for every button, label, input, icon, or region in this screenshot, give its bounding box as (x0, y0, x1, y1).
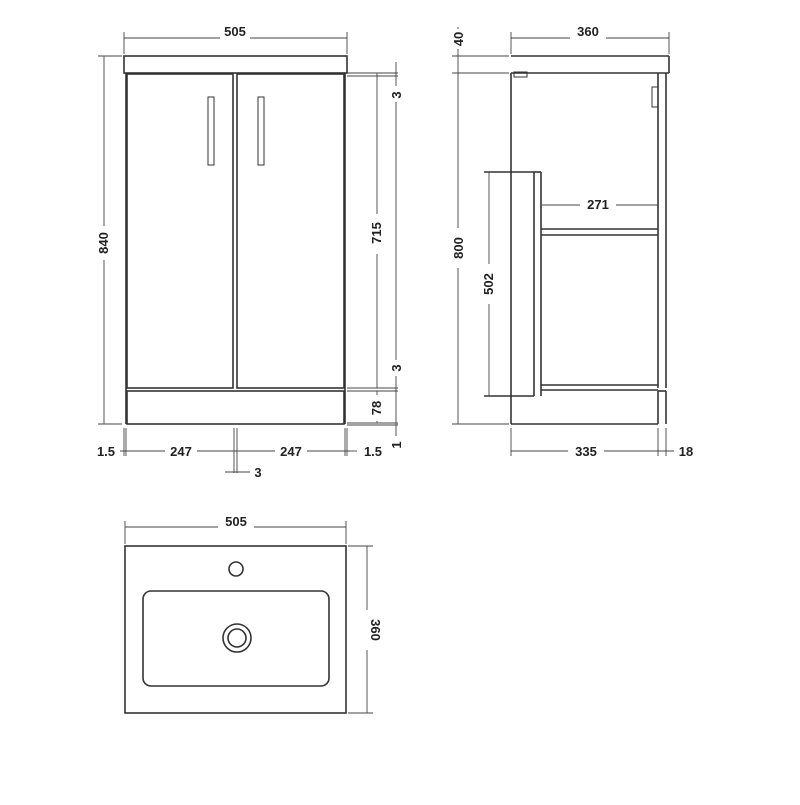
label-door-right: 247 (280, 444, 302, 459)
front-dimensions: 505 840 715 3 3 78 1 (92, 24, 407, 480)
label-door-height: 715 (369, 222, 384, 244)
front-view (123, 55, 348, 425)
basin-outline (124, 545, 347, 714)
label-width-top: 505 (224, 24, 246, 39)
label-internal-depth: 271 (587, 197, 609, 212)
front-plinth (126, 390, 345, 425)
right-door-handle (257, 96, 265, 166)
label-door-thickness: 18 (679, 444, 693, 459)
label-top-width: 505 (225, 514, 247, 529)
side-dimensions: 360 40 800 502 271 335 18 (449, 24, 698, 459)
top-dimensions: 505 360 (124, 514, 383, 714)
side-bracket (513, 71, 528, 78)
label-height-total: 840 (96, 232, 111, 254)
label-door-left: 247 (170, 444, 192, 459)
left-door-handle (207, 96, 215, 166)
label-carcass-depth: 335 (575, 444, 597, 459)
label-door-gap: 3 (254, 465, 261, 480)
right-door (236, 73, 345, 389)
label-gap-top: 3 (389, 91, 404, 98)
label-side-right: 1.5 (364, 444, 382, 459)
label-floor-gap: 1 (389, 441, 404, 448)
label-internal-height: 502 (481, 273, 496, 295)
tap-hole (228, 561, 244, 577)
basin-bowl (142, 590, 330, 687)
label-top-depth: 360 (368, 619, 383, 641)
label-plinth-height: 78 (369, 401, 384, 415)
top-view (124, 545, 347, 714)
label-body-height: 800 (451, 237, 466, 259)
left-door (126, 73, 234, 389)
label-top-thickness: 40 (451, 32, 466, 46)
front-countertop (123, 55, 348, 74)
label-gap-bottom: 3 (389, 364, 404, 371)
waste-outer (222, 623, 252, 653)
label-depth-top: 360 (577, 24, 599, 39)
waste-inner (227, 628, 247, 648)
side-handle (651, 86, 659, 108)
side-view (484, 55, 670, 425)
label-side-left: 1.5 (97, 444, 115, 459)
